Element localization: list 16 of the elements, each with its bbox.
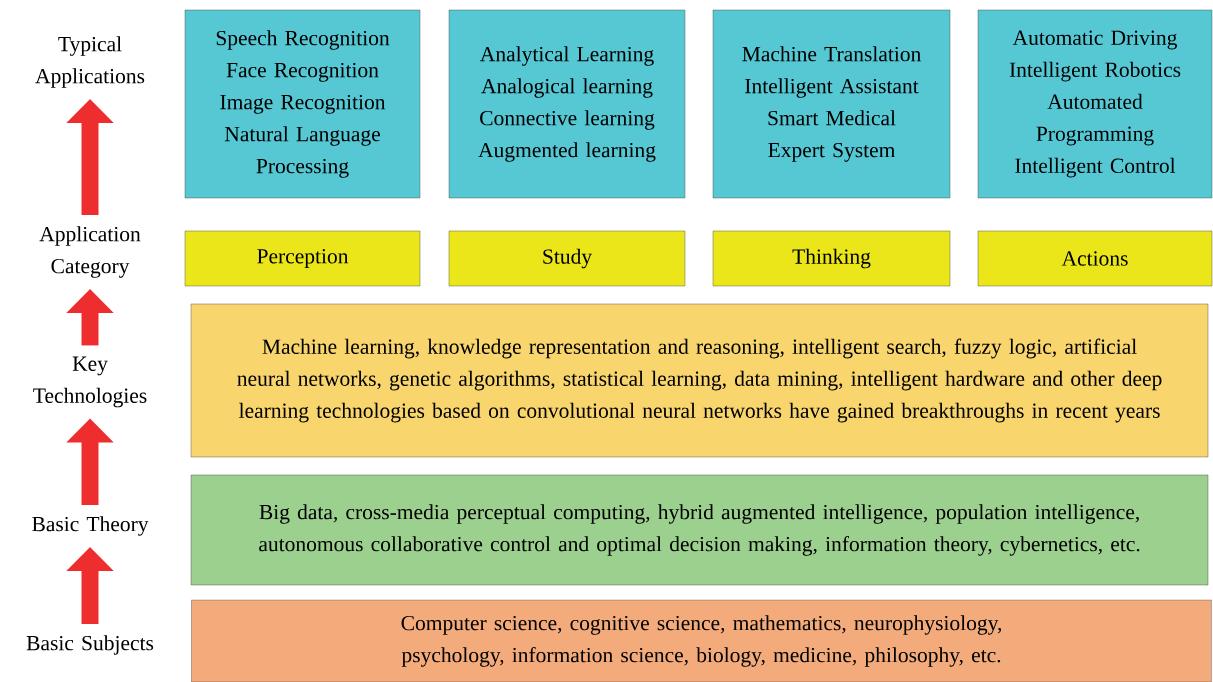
application-box: Automatic Driving Intelligent Robotics Automated Programming Intelligent Control — [977, 9, 1213, 199]
category-box: Study — [448, 230, 686, 287]
category-box: Thinking — [712, 230, 951, 287]
category-box: Actions — [977, 230, 1213, 287]
level-label: Basic Subjects — [26, 635, 154, 655]
application-box: Analytical Learning Analogical learning Connective learning Augmented learning — [448, 9, 686, 199]
level-label: Typical Applications — [35, 36, 145, 88]
category-box: Perception — [184, 230, 421, 287]
technology-box: Machine learning, knowledge representation and reasoning, intelligent search, fuzzy logic, artificial neural networks, genetic algorithms, statistical learning, data mining, intelligent hardware and other deep learning technologies based on convolutional neural networks have gained breakthroughs in recent years — [190, 303, 1209, 458]
level-label: Key Technologies — [33, 356, 147, 408]
subject-box: Computer science, cognitive science, mathematics, neurophysiology, psychology, information science, biology, medicine, philosophy, etc. — [191, 599, 1212, 682]
application-box: Machine Translation Intelligent Assistant Smart Medical Expert System — [712, 9, 951, 199]
level-label: Basic Theory — [32, 516, 149, 536]
level-label: Application Category — [39, 226, 141, 278]
application-box: Speech Recognition Face Recognition Image Recognition Natural Language Processing — [184, 9, 421, 199]
theory-box: Big data, cross-media perceptual computing, hybrid augmented intelligence, population intelligence, autonomous collaborative control and optimal decision making, information theory, cybernetics, etc. — [190, 474, 1209, 586]
